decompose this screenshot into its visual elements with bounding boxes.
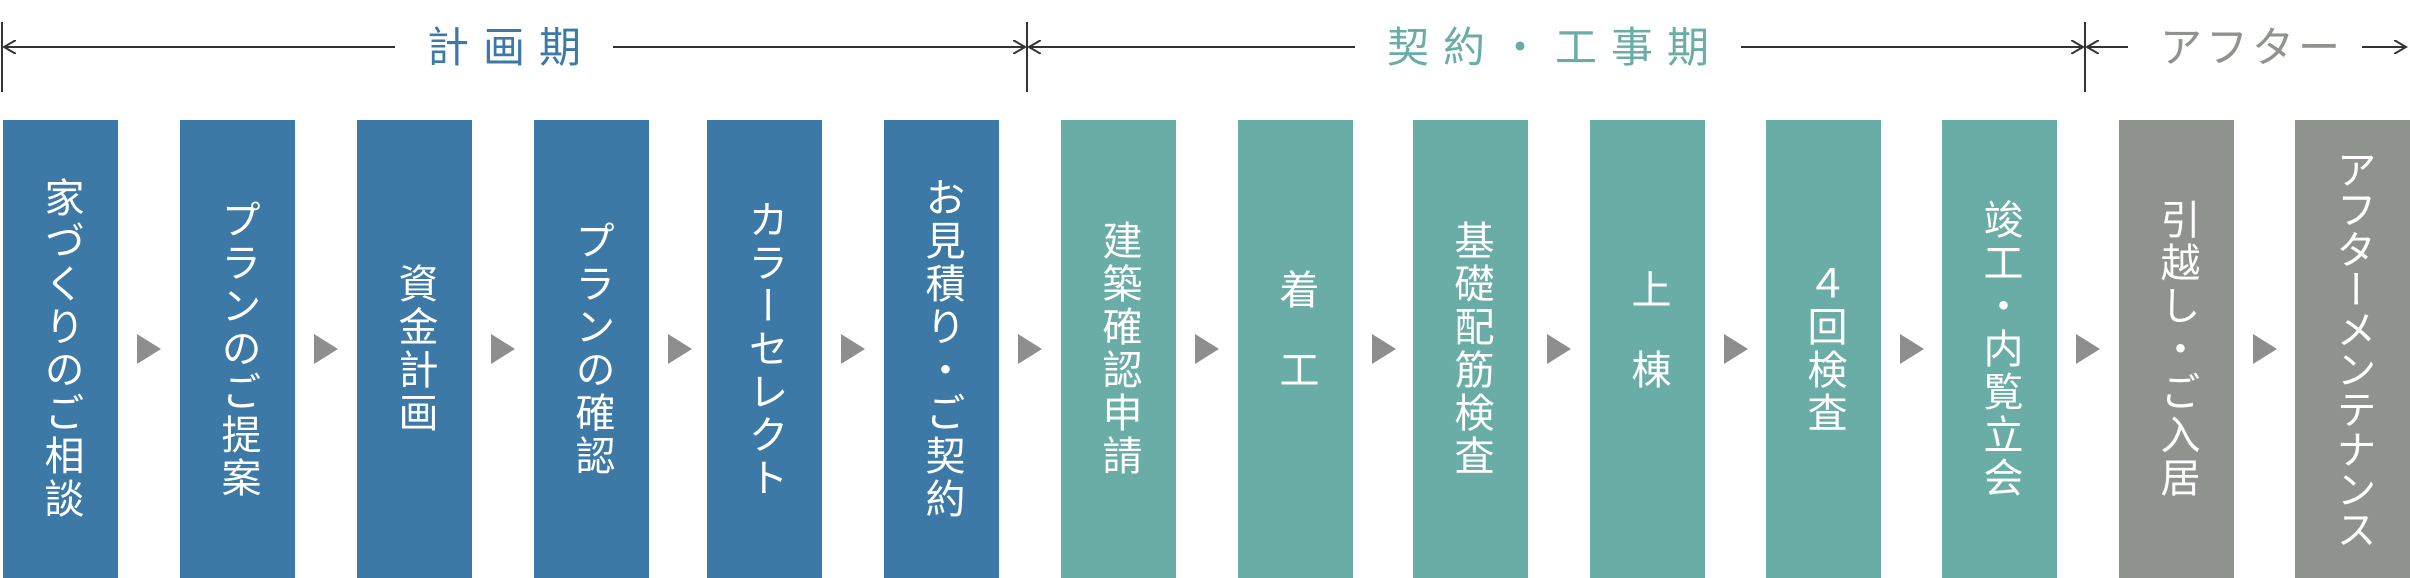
flow-arrow-icon	[137, 334, 161, 364]
flow-arrow-icon	[1724, 334, 1748, 364]
step-label: アフターメンテナンス	[2329, 149, 2376, 549]
flow-arrow-icon	[1900, 334, 1924, 364]
phase-label-planning: 計画期	[395, 18, 614, 78]
step-plan-confirmation: プランの確認	[534, 120, 649, 578]
flow-arrow-icon	[491, 334, 515, 364]
step-foundation-inspection: 基礎配筋検査	[1413, 120, 1528, 578]
step-consultation: 家づくりのご相談	[3, 120, 118, 578]
step-label: 竣工・内覧立会	[1976, 198, 2023, 500]
flow-arrow-icon	[2253, 334, 2277, 364]
flow-arrow-icon	[841, 334, 865, 364]
step-label: 上棟	[1624, 269, 1671, 429]
flow-arrow-icon	[1372, 334, 1396, 364]
step-label: ４回検査	[1800, 263, 1847, 435]
step-groundbreaking: 着工	[1238, 120, 1353, 578]
step-label: お見積り・ご契約	[918, 177, 965, 521]
phase-timeline: 計画期 契約・工事期 アフター	[0, 0, 2410, 100]
step-funding-plan: 資金計画	[357, 120, 472, 578]
flow-arrow-icon	[314, 334, 338, 364]
step-label: プランのご提案	[214, 198, 261, 500]
phase-lines	[1, 22, 2410, 92]
step-plan-proposal: プランのご提案	[180, 120, 295, 578]
step-completion-walkthrough: 竣工・内覧立会	[1942, 120, 2057, 578]
step-label: プランの確認	[568, 220, 615, 478]
step-label: 基礎配筋検査	[1447, 220, 1494, 478]
flow-arrow-icon	[1547, 334, 1571, 364]
step-label: 資金計画	[391, 263, 438, 435]
phase-label-construction: 契約・工事期	[1355, 18, 1742, 78]
process-steps: 家づくりのご相談 プランのご提案 資金計画 プランの確認 カラーセレクト お見積…	[0, 120, 2410, 578]
step-label: 引越し・ご入居	[2153, 198, 2200, 500]
step-building-confirmation: 建築確認申請	[1061, 120, 1176, 578]
flow-arrow-icon	[1018, 334, 1042, 364]
flow-arrow-icon	[1195, 334, 1219, 364]
step-four-inspections: ４回検査	[1766, 120, 1881, 578]
step-label: カラーセレクト	[741, 198, 788, 500]
step-estimate-contract: お見積り・ご契約	[884, 120, 999, 578]
step-after-maintenance: アフターメンテナンス	[2295, 120, 2410, 578]
step-label: 家づくりのご相談	[37, 177, 84, 521]
step-color-select: カラーセレクト	[707, 120, 822, 578]
flow-arrow-icon	[668, 334, 692, 364]
phase-label-after: アフター	[2128, 18, 2363, 78]
step-framing: 上棟	[1590, 120, 1705, 578]
step-move-in: 引越し・ご入居	[2119, 120, 2234, 578]
flow-arrow-icon	[2076, 334, 2100, 364]
step-label: 建築確認申請	[1095, 220, 1142, 478]
step-label: 着工	[1272, 269, 1319, 429]
